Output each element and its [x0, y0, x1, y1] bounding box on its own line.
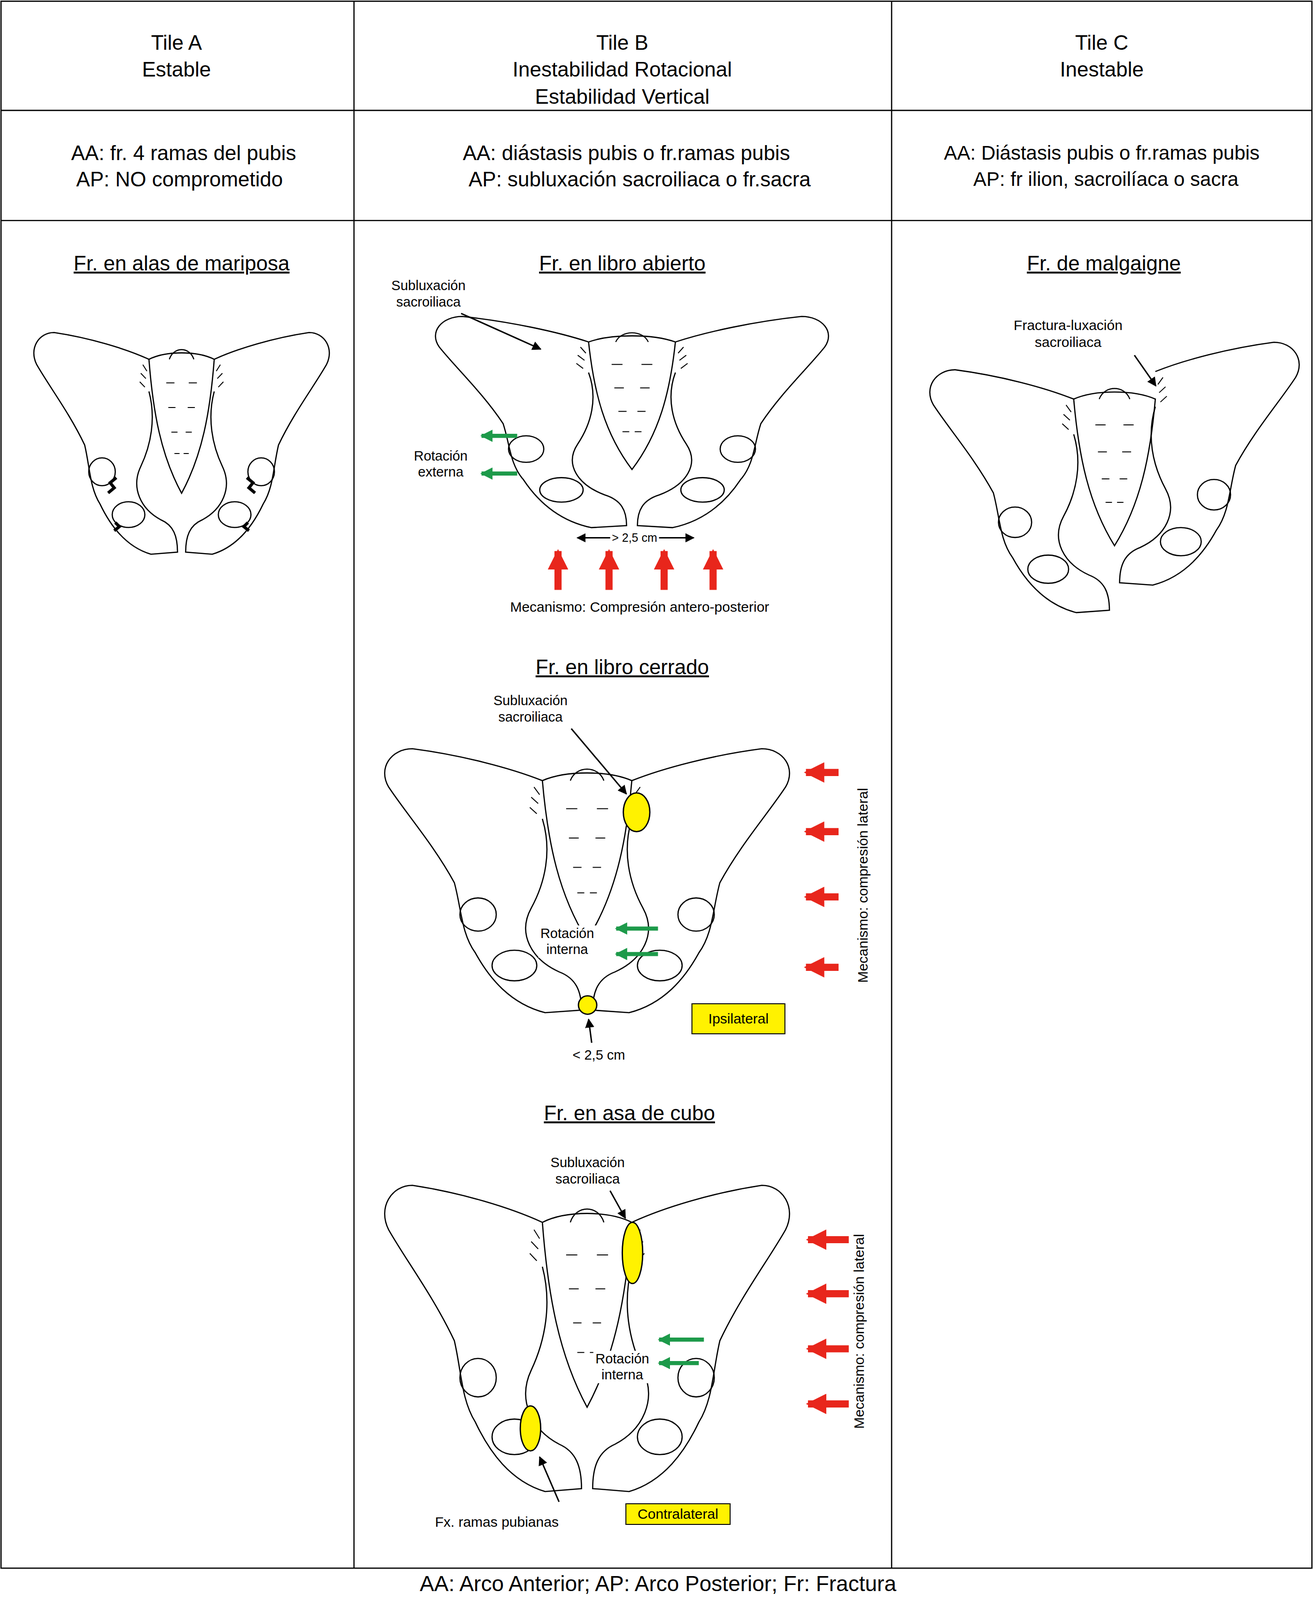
- criteria-text: AP: subluxación sacroiliaca o fr.sacra: [468, 167, 811, 193]
- column-header: Tile A: [151, 30, 202, 56]
- column-header: Inestabilidad Rotacional: [512, 56, 732, 82]
- column-header: Estabilidad Vertical: [535, 84, 710, 110]
- figure-caption: AA: Arco Anterior; AP: Arco Posterior; F…: [419, 1571, 897, 1598]
- criteria-text: AP: fr ilion, sacroilíaca o sacra: [973, 167, 1239, 192]
- fracture-heading: Fr. en libro cerrado: [535, 654, 709, 680]
- criteria-text: AA: fr. 4 ramas del pubis: [70, 140, 296, 166]
- criteria-text: AA: diástasis pubis o fr.ramas pubis: [462, 140, 791, 166]
- criteria-text: AP: NO comprometido: [76, 167, 283, 193]
- callout-label: Fractura-luxación sacroiliaca: [991, 316, 1146, 351]
- tag-text: Ipsilateral: [708, 1010, 769, 1027]
- fracture-heading: Fr. en asa de cubo: [543, 1100, 715, 1126]
- column-header: Estable: [142, 56, 212, 82]
- mechanism-label: Mecanismo: compresión lateral: [850, 1231, 868, 1431]
- fracture-heading: Fr. de malgaigne: [1026, 250, 1181, 276]
- column-header: Tile C: [1075, 30, 1129, 56]
- column-header: Inestable: [1059, 56, 1144, 82]
- pelvis-bucket-handle: [384, 1185, 849, 1502]
- pelvis-closed-book: [384, 728, 839, 1043]
- pelvis-open-book: [435, 313, 829, 591]
- callout-label: Subluxación sacroiliaca: [389, 277, 468, 311]
- table-grid: [0, 1, 1312, 1569]
- column-header: Tile B: [596, 30, 649, 56]
- callout-label: Subluxación sacroiliaca: [548, 1154, 627, 1188]
- callout-label: Subluxación sacroiliaca: [491, 692, 570, 726]
- dimension-label: < 2,5 cm: [570, 1046, 627, 1063]
- dimension-label: > 2,5 cm: [609, 530, 660, 545]
- mechanism-label: Mecanismo: Compresión antero-posterior: [507, 598, 771, 616]
- fracture-heading: Fr. en alas de mariposa: [73, 250, 290, 276]
- pelvis-malgaigne: [929, 342, 1300, 613]
- side-tag: Contralateral: [625, 1503, 731, 1525]
- mechanism-label: Mecanismo: compresión lateral: [854, 785, 872, 985]
- fracture-heading: Fr. en libro abierto: [538, 250, 706, 276]
- callout-label: Rotación interna: [593, 1350, 651, 1384]
- callout-label: Fx. ramas pubianas: [432, 1513, 561, 1531]
- tag-text: Contralateral: [637, 1506, 719, 1523]
- side-tag: Ipsilateral: [691, 1003, 786, 1035]
- pelvis-butterfly: [33, 332, 330, 555]
- callout-label: Rotación externa: [411, 447, 470, 481]
- callout-label: Rotación interna: [538, 925, 596, 959]
- criteria-text: AA: Diástasis pubis o fr.ramas pubis: [944, 141, 1260, 165]
